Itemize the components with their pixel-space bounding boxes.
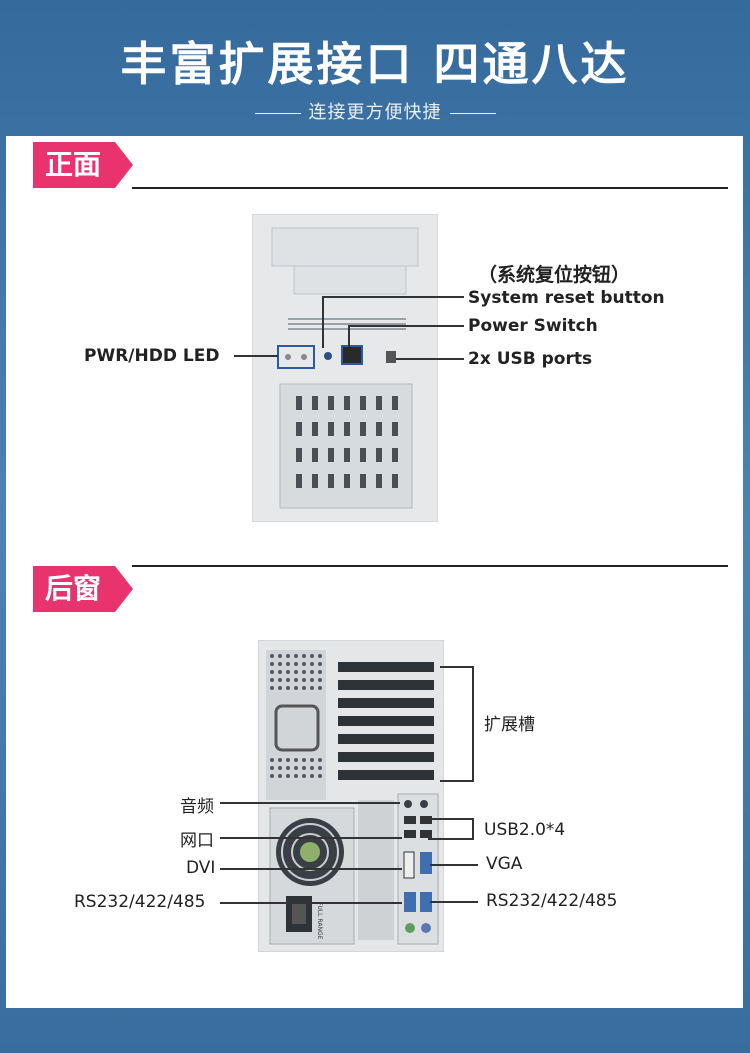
label-usb-ports: 2x USB ports — [468, 349, 593, 369]
label-vga: VGA — [486, 854, 523, 874]
label-audio: 音频 — [180, 797, 214, 817]
rear-divider — [132, 565, 728, 567]
label-reset-cn: （系统复位按钮） — [478, 264, 631, 286]
line-serial-left — [220, 902, 402, 904]
page-title: 丰富扩展接口 四通八达 — [120, 37, 630, 91]
bracket-usb-top — [428, 818, 474, 820]
bracket-usb-v — [472, 818, 474, 840]
label-serial-left: RS232/422/485 — [74, 892, 206, 912]
line-serial-right — [430, 901, 478, 903]
line-reset-v — [322, 296, 324, 348]
label-usb20: USB2.0*4 — [484, 820, 566, 840]
subtitle-text: 连接更方便快捷 — [308, 102, 442, 123]
label-expansion-slots: 扩展槽 — [484, 715, 535, 735]
content-panel: 正面 （系统复位按钮） System reset button Power Sw… — [6, 136, 743, 1008]
line-power-v — [348, 325, 350, 347]
line-lan — [220, 837, 402, 839]
subtitle-dash-left — [254, 112, 301, 114]
front-tag: 正面 — [33, 142, 134, 188]
label-dvi: DVI — [186, 858, 216, 878]
page-subtitle: 连接更方便快捷 — [0, 98, 750, 124]
line-vga — [430, 864, 478, 866]
subtitle-dash-right — [449, 112, 496, 114]
front-divider — [132, 187, 728, 189]
bracket-expansion-v — [472, 666, 474, 782]
bracket-expansion-top — [440, 666, 474, 668]
label-pwr-hdd-led: PWR/HDD LED — [84, 346, 220, 366]
rear-chassis-illustration: FULL RANGE — [258, 640, 444, 952]
line-power-h — [348, 325, 464, 327]
rear-tag: 后窗 — [33, 566, 134, 612]
line-reset-h — [322, 296, 464, 298]
front-chassis-illustration — [252, 214, 438, 522]
line-dvi — [220, 868, 402, 870]
label-power-switch: Power Switch — [468, 316, 598, 336]
line-usb — [396, 358, 464, 360]
bracket-expansion-bottom — [440, 780, 474, 782]
bracket-usb-bottom — [428, 838, 474, 840]
label-serial-right: RS232/422/485 — [486, 891, 618, 911]
label-reset-en: System reset button — [468, 288, 665, 308]
svg-text:FULL RANGE: FULL RANGE — [316, 902, 323, 940]
line-audio — [220, 802, 400, 804]
line-led — [234, 355, 278, 357]
label-lan: 网口 — [180, 831, 214, 851]
